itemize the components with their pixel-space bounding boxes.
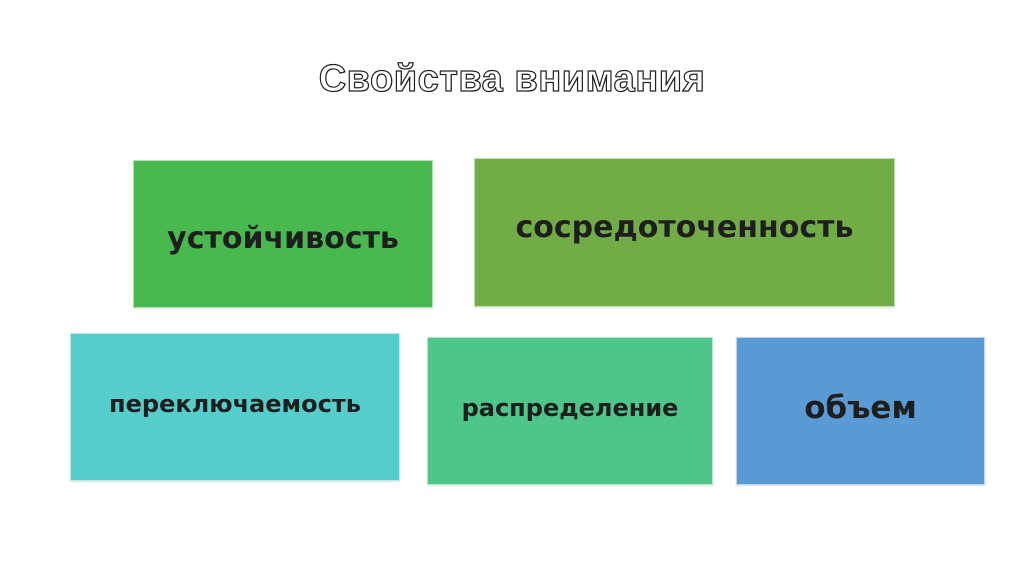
property-label-ustoychivost: устойчивость (167, 220, 399, 256)
property-box-ustoychivost: устойчивость (133, 160, 433, 308)
property-label-sosredotochennost: сосредоточенность (515, 210, 854, 245)
property-label-obem: объем (804, 390, 917, 426)
property-box-raspredelenie: распределение (427, 337, 713, 485)
property-box-obem: объем (736, 337, 985, 485)
slide-title: Свойства внимания (318, 57, 706, 100)
property-box-sosredotochennost: сосредоточенность (474, 158, 895, 307)
property-label-pereklyuchaemost: переключаемость (109, 390, 361, 418)
property-label-raspredelenie: распределение (461, 394, 679, 422)
property-box-pereklyuchaemost: переключаемость (70, 333, 400, 481)
